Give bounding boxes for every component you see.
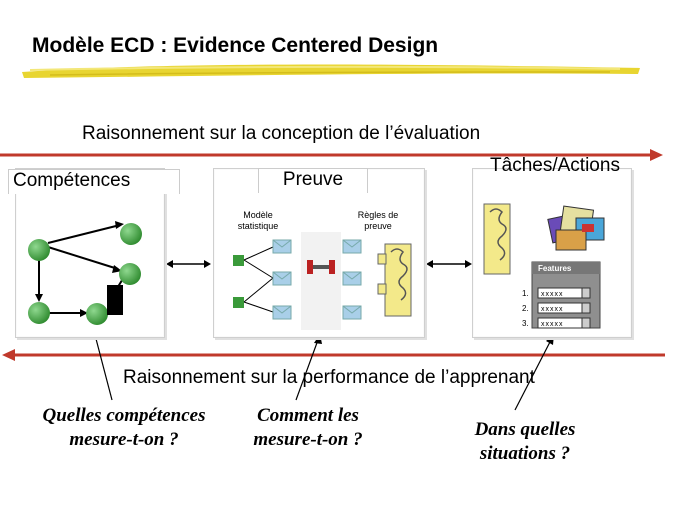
preuve-diagram: [233, 232, 412, 330]
competence-node: [28, 239, 50, 261]
regles-de-preuve-label: Règles de preuve: [357, 210, 399, 231]
competence-node: [120, 223, 142, 245]
competence-node: [28, 302, 50, 324]
competence-network-diagram: [28, 221, 142, 325]
envelope-icon: [272, 305, 292, 320]
top-red-arrow: [0, 149, 663, 161]
feature-row-value: xxxxx: [541, 306, 564, 313]
feature-row-value: xxxxx: [541, 291, 564, 298]
envelope-icon: [342, 271, 362, 286]
rules-scroll-icon: [377, 243, 412, 317]
double-arrow-2: [426, 260, 472, 268]
features-title: Features: [538, 264, 572, 273]
link-block: [329, 260, 335, 274]
features-form: Features 1. xxxxx 2. xxxxx 3. xxxxx: [522, 261, 601, 329]
envelope-icon: [342, 239, 362, 254]
double-arrow-1: [166, 260, 211, 268]
pointer-line-2: [295, 339, 319, 401]
feature-row-num: 3.: [522, 319, 529, 328]
taches-diagram: Features 1. xxxxx 2. xxxxx 3. xxxxx: [483, 203, 605, 329]
taches-actions-label: Tâches/Actions: [490, 155, 620, 176]
task-scroll-icon: [483, 203, 511, 275]
preuve-label: Preuve: [258, 168, 368, 193]
bottom-arrow-label: Raisonnement sur la performance de l’app…: [123, 367, 535, 388]
modele-statistique-label: Modèle statistique: [237, 210, 279, 231]
feature-row-num: 1.: [522, 289, 529, 298]
pointer-line-3: [514, 339, 552, 411]
small-node: [233, 297, 244, 308]
envelope-icon: [272, 239, 292, 254]
bottom-red-arrow: [2, 349, 665, 361]
question-comment: Comment les mesure-t-on ?: [253, 405, 363, 450]
black-block: [107, 285, 123, 315]
top-arrow-label: Raisonnement sur la conception de l’éval…: [82, 123, 481, 144]
envelope-icon: [272, 271, 292, 286]
question-competences: Quelles compétences mesure-t-on ?: [42, 405, 206, 450]
envelope-icon: [342, 305, 362, 320]
feature-row-value: xxxxx: [541, 321, 564, 328]
small-node: [233, 255, 244, 266]
competences-label: Compétences: [8, 169, 180, 194]
competence-node: [119, 263, 141, 285]
link-block: [307, 260, 313, 274]
question-situations: Dans quelles situations ?: [474, 419, 576, 464]
competence-node: [86, 303, 108, 325]
feature-row-num: 2.: [522, 304, 529, 313]
title-highlight-stroke: [22, 64, 640, 78]
page-title: Modèle ECD : Evidence Centered Design: [32, 34, 439, 57]
task-cards-icon: [547, 205, 605, 251]
pointer-line-1: [94, 334, 113, 401]
